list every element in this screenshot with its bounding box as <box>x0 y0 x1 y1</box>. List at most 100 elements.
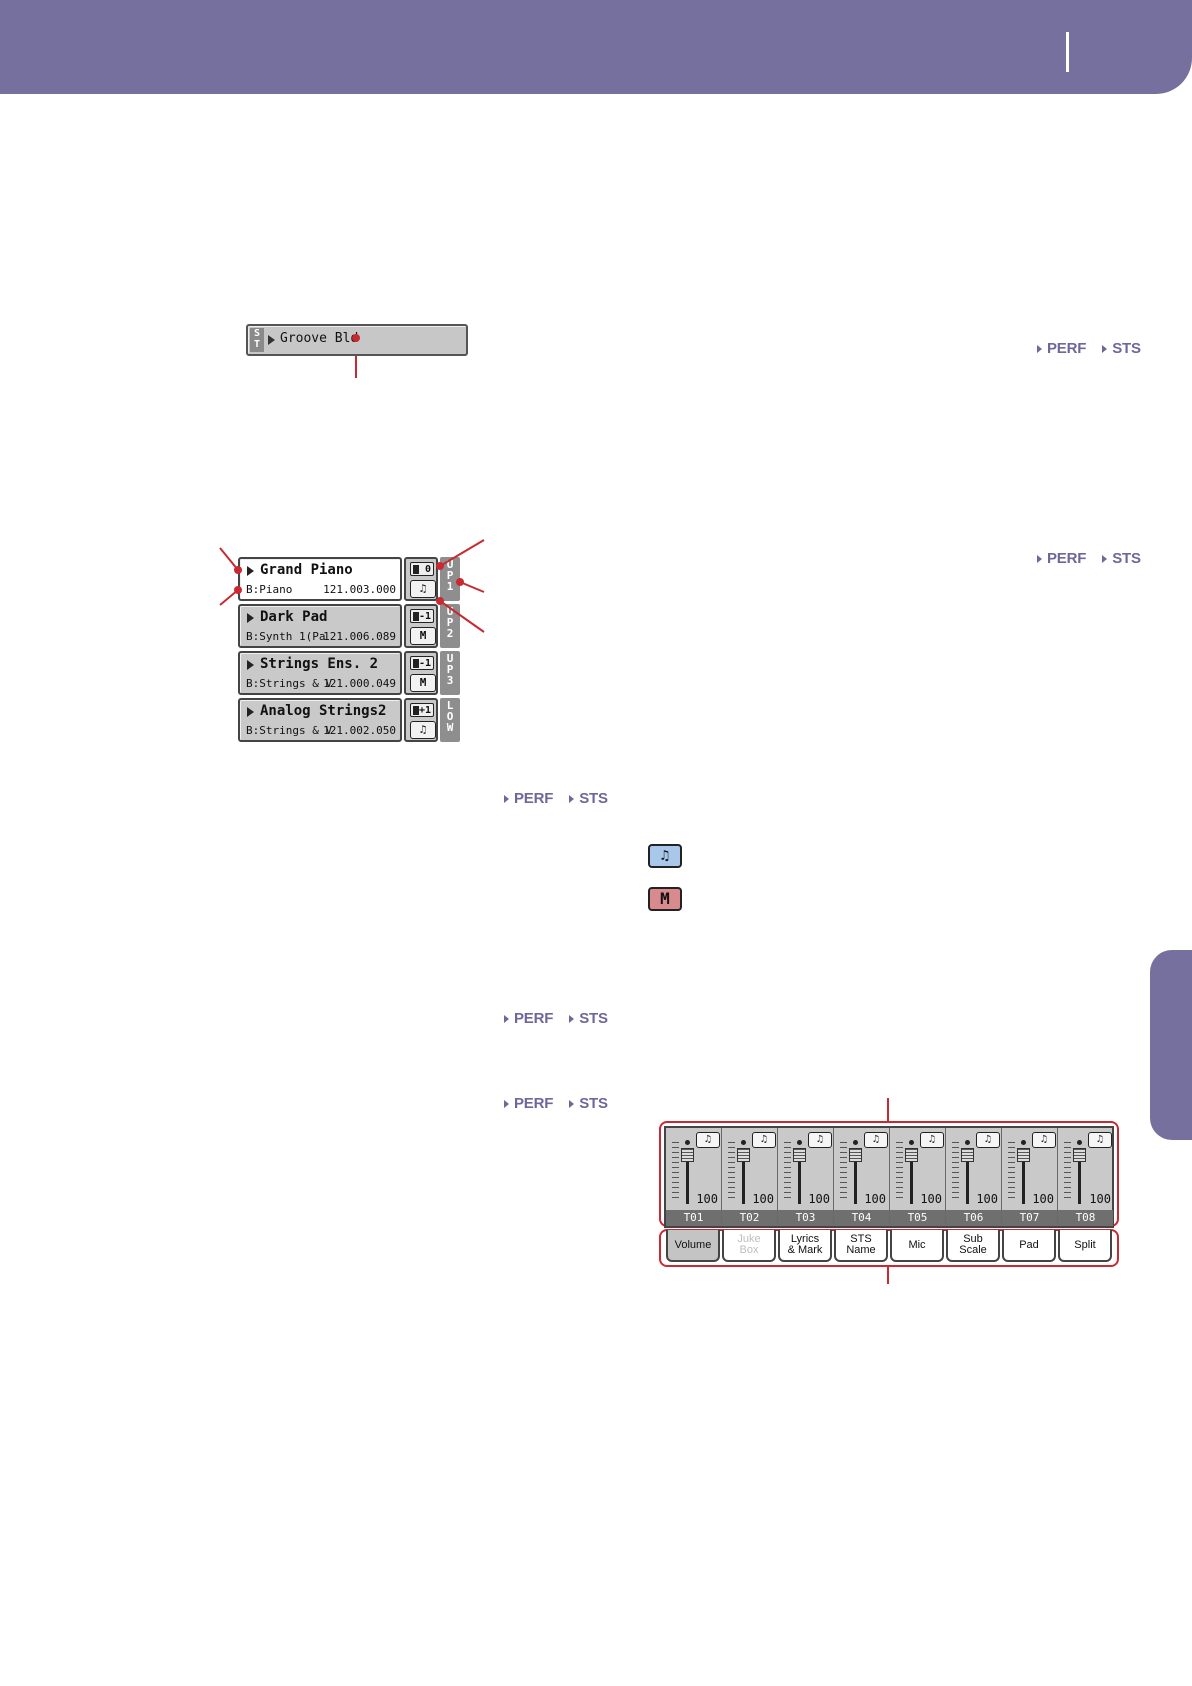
mono-mode-icon: M <box>648 887 682 911</box>
volume-value: 100 <box>1032 1192 1054 1206</box>
track-name-label: T05 <box>890 1210 945 1226</box>
channel-dot <box>909 1140 914 1145</box>
fader-rail <box>742 1148 745 1204</box>
track-program-change: 121.002.050 <box>323 724 396 737</box>
callout-line <box>439 539 485 567</box>
fader-rail <box>1022 1148 1025 1204</box>
play-mode-icon[interactable]: ♫ <box>1032 1132 1056 1148</box>
level-scale <box>672 1142 679 1198</box>
fader-knob[interactable] <box>681 1148 694 1162</box>
fader-rail <box>686 1148 689 1204</box>
play-mode-icon[interactable]: ♫ <box>808 1132 832 1148</box>
perf-label: PERF <box>514 790 554 807</box>
play-triangle-icon <box>247 566 254 576</box>
track-name: Dark Pad <box>260 609 328 625</box>
channel-dot <box>853 1140 858 1145</box>
callout-line <box>355 356 357 378</box>
fader-knob[interactable] <box>1073 1148 1086 1162</box>
callout-dot <box>234 566 242 574</box>
play-triangle-icon <box>247 707 254 717</box>
tab-pad[interactable]: Pad <box>1002 1230 1056 1262</box>
callout-line <box>219 547 239 571</box>
tab-volume[interactable]: Volume <box>666 1230 720 1262</box>
octave-button[interactable]: +1 <box>410 703 434 717</box>
track-name-label: T03 <box>778 1210 833 1226</box>
volume-value: 100 <box>808 1192 830 1206</box>
play-mode-button[interactable]: M <box>410 627 436 645</box>
level-scale <box>728 1142 735 1198</box>
fader-rail <box>798 1148 801 1204</box>
play-mode-icon[interactable]: ♫ <box>920 1132 944 1148</box>
callout-dot <box>436 597 444 605</box>
tab-split[interactable]: Split <box>1058 1230 1112 1262</box>
octave-button[interactable]: -1 <box>410 656 434 670</box>
sts-label: STS <box>1112 340 1141 357</box>
fader-knob[interactable] <box>737 1148 750 1162</box>
mixer-channel[interactable]: ♫ 100 T05 <box>890 1128 946 1226</box>
perf-sts-tag: PERF STS <box>1037 340 1141 357</box>
mixer-channel[interactable]: ♫ 100 T02 <box>722 1128 778 1226</box>
track-bank: B:Synth 1(Pa <box>246 630 326 643</box>
play-mode-icon[interactable]: ♫ <box>976 1132 1000 1148</box>
style-name-box[interactable]: S T Groove Bld <box>246 324 468 356</box>
track-name-label: T02 <box>722 1210 777 1226</box>
track-controls: -1 M <box>404 604 438 648</box>
track-name: Strings Ens. 2 <box>260 656 379 672</box>
mixer-channel[interactable]: ♫ 100 T07 <box>1002 1128 1058 1226</box>
sts-label: STS <box>579 1010 608 1027</box>
track-program-change: 121.006.089 <box>323 630 396 643</box>
play-mode-button[interactable]: ♫ <box>410 721 436 739</box>
play-mode-button[interactable]: M <box>410 674 436 692</box>
poly-mode-icon: ♫ <box>648 844 682 868</box>
tab-sts-name[interactable]: STS Name <box>834 1230 888 1262</box>
play-mode-button[interactable]: ♫ <box>410 580 436 598</box>
fader-rail <box>1078 1148 1081 1204</box>
fader-knob[interactable] <box>793 1148 806 1162</box>
fader-knob[interactable] <box>849 1148 862 1162</box>
fader-rail <box>910 1148 913 1204</box>
fader-knob[interactable] <box>1017 1148 1030 1162</box>
mixer-channel[interactable]: ♫ 100 T06 <box>946 1128 1002 1226</box>
track-label: U P 3 <box>440 651 460 695</box>
octave-button[interactable]: 0 <box>410 562 434 576</box>
tabs-highlight-frame <box>659 1229 1119 1267</box>
tab-juke-box[interactable]: Juke Box <box>722 1230 776 1262</box>
play-mode-icon[interactable]: ♫ <box>696 1132 720 1148</box>
tab-mic[interactable]: Mic <box>890 1230 944 1262</box>
play-mode-icon[interactable]: ♫ <box>1088 1132 1112 1148</box>
mixer-tab-bar: Volume Juke Box Lyrics & Mark STS Name M… <box>664 1230 1114 1264</box>
tab-lyrics-mark[interactable]: Lyrics & Mark <box>778 1230 832 1262</box>
track-label: U P 2 <box>440 604 460 648</box>
fader-rail <box>966 1148 969 1204</box>
fader-knob[interactable] <box>905 1148 918 1162</box>
track-label: L O W <box>440 698 460 742</box>
tab-sub-scale[interactable]: Sub Scale <box>946 1230 1000 1262</box>
octave-button[interactable]: -1 <box>410 609 434 623</box>
mixer-channel[interactable]: ♫ 100 T03 <box>778 1128 834 1226</box>
volume-value: 100 <box>696 1192 718 1206</box>
fader-knob[interactable] <box>961 1148 974 1162</box>
perf-label: PERF <box>1047 550 1087 567</box>
chapter-side-tab <box>1150 950 1192 1140</box>
mixer-channel[interactable]: ♫ 100 T08 <box>1058 1128 1114 1226</box>
fader-rail <box>854 1148 857 1204</box>
track-name: Grand Piano <box>260 562 353 578</box>
track-name: Analog Strings2 <box>260 703 387 719</box>
play-mode-icon[interactable]: ♫ <box>752 1132 776 1148</box>
play-triangle-icon <box>247 660 254 670</box>
mixer-channel[interactable]: ♫ 100 T01 <box>666 1128 722 1226</box>
play-mode-icon[interactable]: ♫ <box>864 1132 888 1148</box>
mixer-channel[interactable]: ♫ 100 T04 <box>834 1128 890 1226</box>
play-triangle-icon <box>268 335 275 345</box>
track-name-label: T08 <box>1058 1210 1113 1226</box>
perf-label: PERF <box>1047 340 1087 357</box>
